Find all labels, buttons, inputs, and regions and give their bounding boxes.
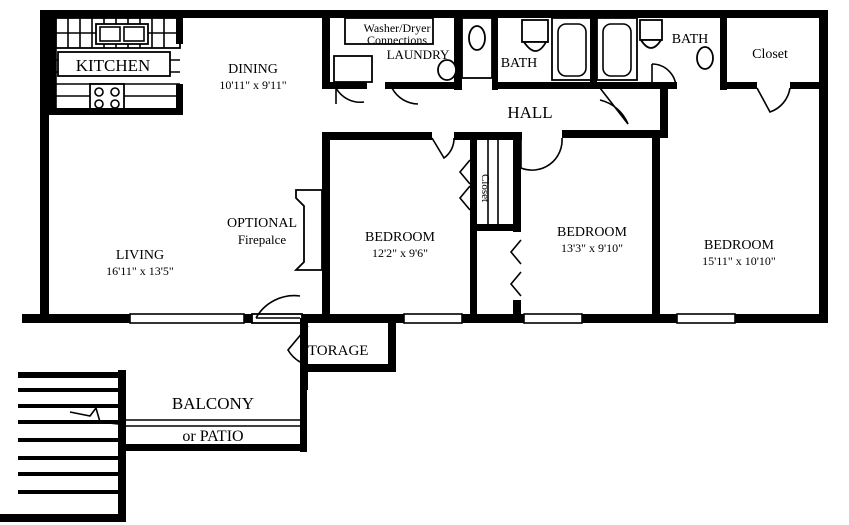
windows (129, 313, 736, 324)
bedroom-1-dimensions: 12'2" x 9'6" (372, 246, 428, 260)
bedroom-walls (322, 82, 668, 318)
dining-dimensions: 10'11" x 9'11" (219, 78, 286, 92)
bath-1-label: BATH (501, 56, 538, 71)
hall-label: HALL (507, 103, 552, 122)
fireplace-name-label: Firepalce (238, 232, 287, 247)
storage-area: STORAGE (251, 294, 396, 390)
balcony-label: BALCONY (172, 394, 254, 413)
patio-label: or PATIO (182, 428, 243, 445)
bedroom-1-label: BEDROOM (365, 230, 436, 245)
dining-label: DINING (228, 62, 278, 77)
bedroom-3-dimensions: 15'11" x 10'10" (702, 254, 776, 268)
bedroom-2-label: BEDROOM (557, 225, 628, 240)
kitchen-area: KITCHEN (49, 17, 183, 115)
storage-label: STORAGE (300, 343, 369, 359)
closet-top-label: Closet (752, 47, 788, 62)
fireplace: OPTIONAL Firepalce (227, 189, 323, 271)
washer-dryer-label: Washer/Dryer (363, 21, 430, 35)
closet-vertical-label: Closet (479, 174, 491, 202)
living-dimensions: 16'11" x 13'5" (106, 264, 174, 278)
bedroom-3-label: BEDROOM (704, 238, 775, 253)
service-band: Washer/Dryer Connections LAUNDRY BATH BA… (322, 17, 820, 125)
bedroom-2-dimensions: 13'3" x 9'10" (561, 241, 623, 255)
fireplace-optional-label: OPTIONAL (227, 216, 297, 231)
balcony-area: BALCONY or PATIO (0, 370, 307, 522)
washer-dryer-connections-label: Connections (367, 33, 427, 47)
kitchen-label: KITCHEN (76, 56, 151, 75)
laundry-label: LAUNDRY (387, 47, 450, 62)
bath-2-label: BATH (672, 32, 709, 47)
living-label: LIVING (116, 248, 164, 263)
